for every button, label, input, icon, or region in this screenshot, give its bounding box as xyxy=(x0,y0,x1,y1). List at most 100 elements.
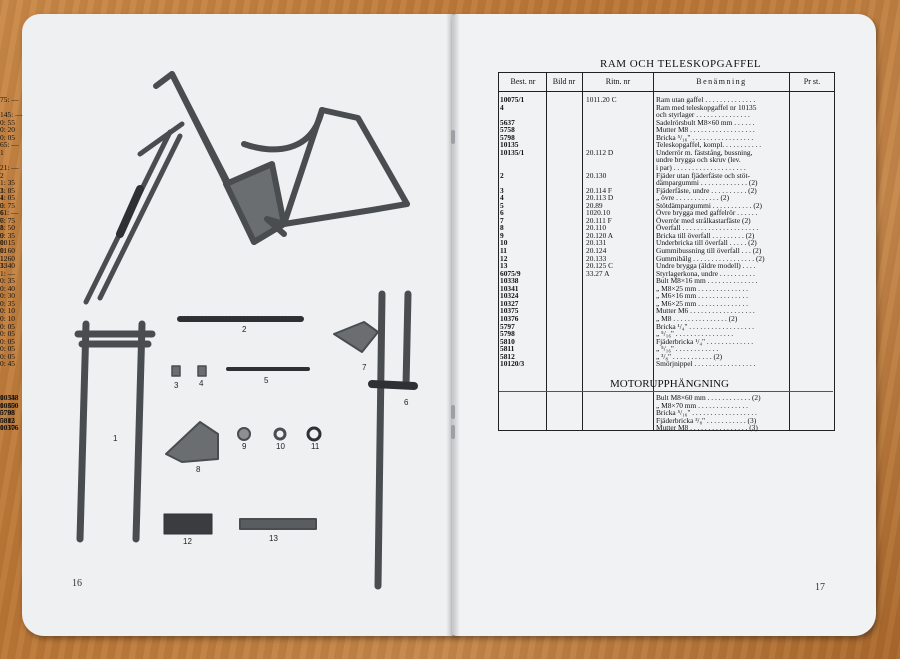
cell-benamning: Gummibälg . . . . . . . . . . . . . . . … xyxy=(656,253,765,263)
cell-bild-nr: 3 xyxy=(0,185,4,195)
cell-best-nr: 11 xyxy=(500,246,507,255)
cell-pris: 0: 60 xyxy=(0,246,15,255)
column-divider xyxy=(789,73,790,430)
cell-benamning: Ram utan gaffel . . . . . . . . . . . . … xyxy=(656,95,756,104)
cell-best-nr: 10 xyxy=(500,238,508,248)
label-2: 2 xyxy=(242,325,247,334)
cell-pris: 0: 60 xyxy=(0,400,15,410)
label-6: 6 xyxy=(404,398,409,407)
cell-benamning: Teleskopgaffel, kompl. . . . . . . . . .… xyxy=(656,140,762,150)
label-9: 9 xyxy=(242,442,247,451)
section-title-motorupphangning: MOTORUPPHÄNGNING xyxy=(610,378,729,390)
cell-pris: 1: — xyxy=(0,268,15,278)
cell-pris: 0: 05 xyxy=(0,408,15,418)
cell-benamning: Underrör m. fäststång, bussning, xyxy=(656,147,753,157)
cell-pris: 21: — xyxy=(0,162,19,172)
cell-pris: 1: 50 xyxy=(0,223,15,233)
assembled-fork xyxy=(83,121,185,305)
cell-benamning: Sadelrörsbult M8×60 mm . . . . . . xyxy=(656,117,755,127)
cell-best-nr: 10348 xyxy=(0,393,19,402)
cell-benamning: Fjäderfäste, undre . . . . . . . . . . (… xyxy=(656,185,757,195)
label-13: 13 xyxy=(269,534,278,543)
cell-benamning: Ram med teleskopgaffel nr 10135 xyxy=(656,102,757,112)
cell-ritn-nr: 20.120 A xyxy=(586,230,614,240)
part-11-bushing xyxy=(306,426,322,442)
cell-best-nr: 13 xyxy=(500,261,508,271)
cell-best-nr: 10338 xyxy=(500,276,519,286)
cell-ritn-nr: 20.89 xyxy=(586,200,603,210)
cell-benamning: „ övre . . . . . . . . . . . . (2) xyxy=(656,193,730,203)
cell-benamning: Bricka ⁵/₁₆" . . . . . . . . . . . . . .… xyxy=(656,408,757,418)
cell-best-nr: 9 xyxy=(500,230,504,240)
cell-best-nr: 2 xyxy=(500,170,504,180)
cell-ritn-nr: 20.124 xyxy=(586,246,607,255)
cell-benamning: dämpargummi . . . . . . . . . . . . . (2… xyxy=(656,178,758,188)
cell-benamning: Fjäder utan fjäderfäste och stöt- xyxy=(656,170,750,180)
cell-best-nr: 5798 xyxy=(0,408,15,418)
cell-best-nr: 12 xyxy=(500,253,508,263)
cell-bild-nr: 9 xyxy=(0,230,4,240)
staple-bottom xyxy=(451,425,455,439)
label-10: 10 xyxy=(276,442,285,451)
cell-benamning: Övre brygga med gaffelrör . . . . . . xyxy=(656,208,758,218)
cell-bild-nr: 6 xyxy=(0,208,4,218)
cell-benamning: Gummibussning till överfall . . . (2) xyxy=(656,246,762,255)
cell-best-nr: 7 xyxy=(500,215,504,225)
label-8: 8 xyxy=(196,465,201,474)
cell-bild-nr: 8 xyxy=(0,223,4,233)
cell-bild-nr: 11 xyxy=(0,246,8,255)
cell-pris: 0: 35 xyxy=(0,230,15,240)
cell-benamning: „ ⁵/₁₆" . . . . . . . . . . . . xyxy=(656,344,719,354)
cell-benamning: „ M8×25 mm . . . . . . . . . . . . . . xyxy=(656,283,749,293)
part-3-spring-seat xyxy=(171,365,181,377)
cell-ritn-nr: 1011.20 C xyxy=(586,95,617,104)
cell-benamning: Fjäderbricka ¹/₄" . . . . . . . . . . . … xyxy=(656,336,754,346)
cell-best-nr: 5637 xyxy=(500,117,515,127)
right-page xyxy=(452,14,876,636)
cell-benamning: Styrlagerkona, undre . . . . . . . . . . xyxy=(656,268,755,278)
cell-benamning: „ M8×70 mm . . . . . . . . . . . . . . xyxy=(656,400,749,410)
cell-pris: 1: 60 xyxy=(0,253,15,263)
label-12: 12 xyxy=(183,537,192,546)
parts-photo xyxy=(74,71,418,590)
column-divider xyxy=(546,73,547,430)
cell-ritn-nr: 20.110 xyxy=(586,223,607,233)
cell-best-nr: 10120/3 xyxy=(500,359,525,369)
cell-benamning: Fjäderbricka ³/₈" . . . . . . . . . . . … xyxy=(656,415,757,425)
cell-benamning: Smörjnippel . . . . . . . . . . . . . . … xyxy=(656,359,756,369)
cell-benamning: Stötdämpargummi . . . . . . . . . . . (2… xyxy=(656,200,762,210)
cell-best-nr: 6075/9 xyxy=(500,268,521,278)
cell-pris: 0: 35 xyxy=(0,276,15,286)
cell-pris: 0: 35 xyxy=(0,298,15,308)
label-1: 1 xyxy=(113,434,118,443)
cell-pris: 145: — xyxy=(0,110,23,120)
cell-ritn-nr: 20.130 xyxy=(586,170,607,180)
cell-pris: 0: 55 xyxy=(0,117,15,127)
cell-best-nr: 6 xyxy=(500,208,504,218)
cell-benamning: undre brygga och skruv (lev. xyxy=(656,155,741,165)
part-1-lower-tubes xyxy=(74,320,156,543)
cell-benamning: Mutter M8 . . . . . . . . . . . . . . . … xyxy=(656,423,758,433)
cell-best-nr: 5798 xyxy=(500,329,515,339)
label-7: 7 xyxy=(362,363,367,372)
cell-benamning: Bult M8×16 mm . . . . . . . . . . . . . … xyxy=(656,276,758,286)
cell-bild-nr: 5 xyxy=(0,200,4,210)
cell-ritn-nr: 1020.10 xyxy=(586,208,611,218)
part-8-cap xyxy=(165,421,219,463)
cell-ritn-nr: 20.112 D xyxy=(586,147,614,157)
column-divider xyxy=(582,73,583,430)
cell-pris: 3: 40 xyxy=(0,261,15,271)
cell-benamning: i par) . . . . . . . . . . . . . . . . .… xyxy=(656,162,746,172)
cell-pris: 1: 05 xyxy=(0,193,15,203)
part-9-washer xyxy=(237,427,251,441)
cell-best-nr: 3 xyxy=(500,185,504,195)
cell-bild-nr: 7 xyxy=(0,215,4,225)
cell-pris: 0: 10 xyxy=(0,423,15,433)
column-divider xyxy=(653,73,654,430)
header-benamning: Benämning xyxy=(696,77,747,86)
cell-pris: 65: — xyxy=(0,140,19,150)
cell-pris: 1: 35 xyxy=(0,178,15,188)
cell-benamning: „ ⁵/₁₆" . . . . . . . . . . . . . . . . xyxy=(656,329,734,339)
cell-best-nr: 4 xyxy=(500,193,504,203)
